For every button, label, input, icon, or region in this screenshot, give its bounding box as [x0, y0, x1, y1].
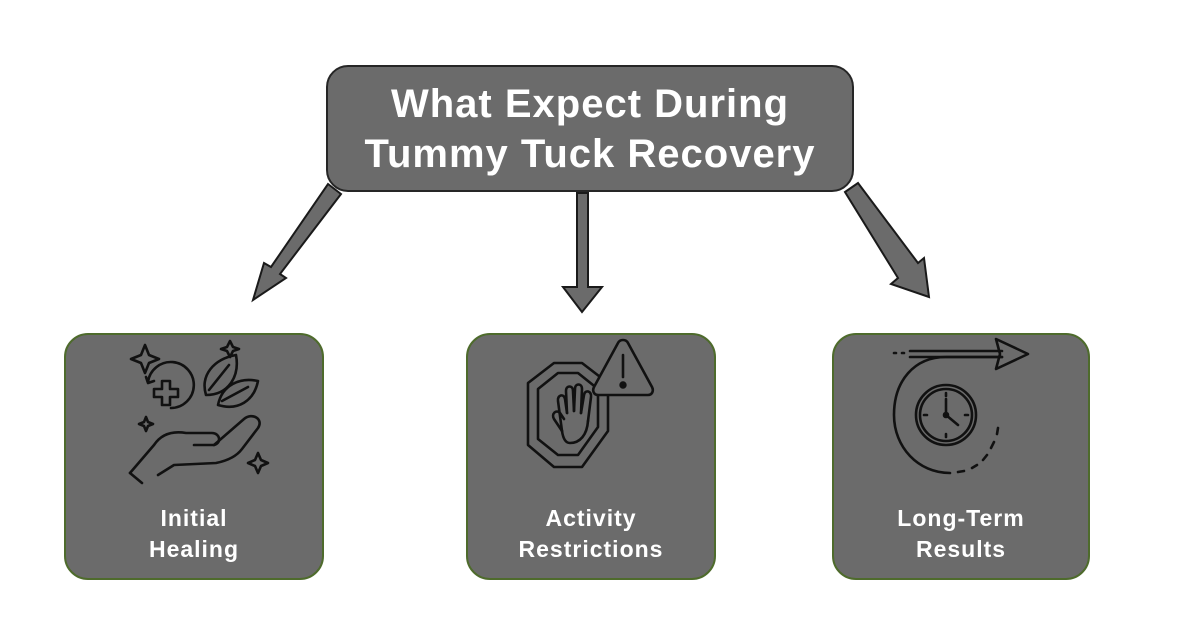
card-label-line-1: Activity	[545, 505, 637, 531]
card-initial-healing: Initial Healing	[64, 333, 324, 580]
card-label-line-1: Initial	[160, 505, 228, 531]
card-label-line-2: Results	[915, 536, 1007, 562]
card-label-line-1: Long-Term	[897, 505, 1025, 531]
clock-forward-arrow-icon	[892, 337, 1030, 475]
card-label: Activity Restrictions	[468, 503, 714, 565]
arrow-to-initial-healing	[251, 182, 343, 303]
arrow-to-long-term-results	[843, 181, 931, 299]
card-activity-restrictions: Activity Restrictions	[466, 333, 716, 580]
card-label-line-2: Healing	[148, 536, 240, 562]
card-label: Long-Term Results	[834, 503, 1088, 565]
title-box: What Expect During Tummy Tuck Recovery	[326, 65, 854, 192]
stop-hand-warning-icon	[526, 338, 655, 469]
title-line-2: Tummy Tuck Recovery	[364, 131, 816, 176]
title-line-1: What Expect During	[390, 81, 790, 126]
card-long-term-results: Long-Term Results	[832, 333, 1090, 580]
healing-hand-icon	[128, 339, 270, 485]
card-label: Initial Healing	[66, 503, 322, 565]
arrow-to-activity-restrictions	[560, 192, 605, 314]
card-label-line-2: Restrictions	[518, 536, 664, 562]
